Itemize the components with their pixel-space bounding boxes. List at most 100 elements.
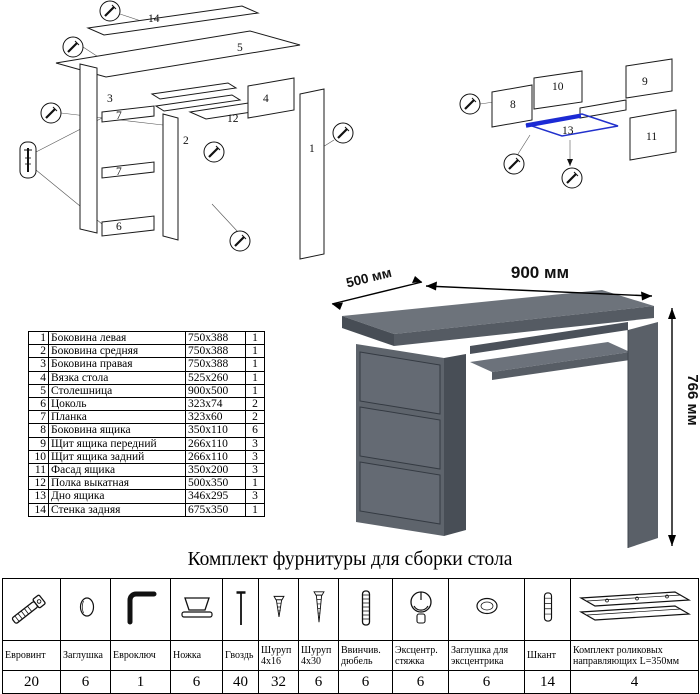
fastener-callout bbox=[229, 230, 251, 252]
keyboard-tray-edge bbox=[492, 352, 630, 380]
drawer-back-10 bbox=[533, 70, 583, 110]
part-name-cell: Стенка задняя bbox=[48, 502, 186, 517]
hex-key-icon bbox=[127, 591, 156, 625]
part-label: 10 bbox=[552, 81, 564, 93]
fastener-callout bbox=[561, 167, 583, 189]
pedestal-side bbox=[444, 354, 466, 536]
part-size-cell: 323x60 bbox=[185, 410, 246, 425]
part-size-cell: 750x388 bbox=[185, 357, 246, 372]
dimension-lines bbox=[331, 281, 673, 546]
hardware-qty-cell: 6 bbox=[298, 670, 339, 694]
part-label: 12 bbox=[227, 113, 239, 125]
drawer-facade-11 bbox=[629, 109, 677, 161]
part-name-cell: Цоколь bbox=[48, 397, 186, 412]
part-qty-cell: 1 bbox=[245, 344, 265, 359]
part-number-cell: 6 bbox=[28, 397, 49, 412]
part-size-cell: 500x350 bbox=[185, 476, 246, 491]
part-qty-cell: 1 bbox=[245, 383, 265, 399]
part-labels: 8 10 9 13 11 bbox=[510, 76, 657, 143]
hardware-qty-cell: 6 bbox=[60, 670, 111, 694]
desk-body bbox=[342, 290, 658, 548]
hardware-icon-cell bbox=[338, 578, 393, 641]
drawer-front-3 bbox=[359, 461, 441, 525]
part-size-cell: 750x388 bbox=[185, 344, 246, 359]
desk-render: 900 мм 500 мм 766 мм bbox=[331, 263, 700, 548]
part-number-cell: 3 bbox=[28, 357, 49, 372]
panel-side-left-3 bbox=[79, 63, 98, 234]
hardware-qty-cell: 32 bbox=[258, 670, 299, 694]
part-number-cell: 11 bbox=[28, 463, 49, 478]
part-name-cell: Боковина средняя bbox=[48, 344, 186, 359]
dimension-depth-label: 500 мм bbox=[345, 265, 394, 291]
part-label: 2 bbox=[183, 135, 189, 147]
part-qty-cell: 3 bbox=[245, 463, 265, 478]
part-size-cell: 266x110 bbox=[185, 436, 246, 451]
part-name-cell: Щит ящика передний bbox=[48, 436, 186, 451]
hardware-name-cell: Шкант bbox=[524, 640, 571, 671]
part-qty-cell: 1 bbox=[245, 502, 265, 517]
part-label: 8 bbox=[510, 99, 516, 111]
drawer-front-9 bbox=[625, 58, 673, 99]
part-size-cell: 525x260 bbox=[185, 370, 246, 385]
fastener-callout bbox=[332, 122, 354, 144]
fastener-callouts bbox=[459, 93, 583, 189]
part-qty-cell: 1 bbox=[245, 476, 265, 491]
desk-top-left-edge bbox=[342, 316, 394, 346]
keyboard-tray-top bbox=[470, 342, 630, 372]
fastener-callout bbox=[62, 36, 84, 58]
part-qty-cell: 2 bbox=[245, 410, 265, 425]
hardware-icon-cell bbox=[570, 578, 699, 641]
part-name-cell: Боковина правая bbox=[48, 357, 186, 372]
hardware-icon-cell bbox=[392, 578, 449, 641]
hardware-name-cell: Гвоздь bbox=[222, 640, 259, 671]
panel-side-right-1 bbox=[299, 88, 325, 260]
drawer-panels bbox=[491, 58, 677, 161]
desk-back-edge bbox=[470, 322, 628, 354]
part-name-cell: Столешница bbox=[48, 383, 186, 399]
hardware-icon-cell bbox=[258, 578, 299, 641]
part-label: 1 bbox=[309, 143, 315, 155]
fastener-callouts bbox=[19, 0, 354, 252]
panel-planka-7b bbox=[101, 161, 155, 179]
hardware-qty-cell: 6 bbox=[170, 670, 223, 694]
hardware-icon-cell bbox=[448, 578, 525, 641]
drawer-rail bbox=[154, 94, 242, 112]
part-name-cell: Фасад ящика bbox=[48, 463, 186, 478]
hardware-qty-cell: 20 bbox=[2, 670, 61, 694]
part-size-cell: 346x295 bbox=[185, 489, 246, 504]
fastener-callout bbox=[40, 102, 62, 124]
arrow-head bbox=[567, 159, 573, 166]
cam-lock-icon bbox=[409, 591, 432, 624]
part-label: 5 bbox=[237, 42, 243, 54]
dowel-icon bbox=[543, 592, 553, 622]
part-label: 13 bbox=[562, 125, 574, 137]
desk-top-front-edge bbox=[394, 306, 654, 346]
fastener-callout bbox=[203, 141, 225, 163]
part-qty-cell: 3 bbox=[245, 449, 265, 465]
dimension-arrowheads bbox=[332, 276, 676, 546]
hardware-qty-cell: 4 bbox=[570, 670, 699, 694]
drawer-bottom-13 bbox=[525, 113, 619, 137]
part-label: 7 bbox=[116, 110, 122, 122]
part-number-cell: 9 bbox=[28, 436, 49, 451]
panel-side-mid-2 bbox=[162, 113, 179, 241]
part-number-cell: 14 bbox=[28, 502, 49, 517]
hardware-name-cell: Шуруп 4x16 bbox=[258, 640, 299, 671]
part-labels: 14 5 3 12 2 4 7 7 6 1 bbox=[107, 13, 315, 233]
hardware-qty-cell: 1 bbox=[110, 670, 171, 694]
hardware-qty-cell: 6 bbox=[448, 670, 525, 694]
hardware-qty-cell: 40 bbox=[222, 670, 259, 694]
hardware-icon-cell bbox=[110, 578, 171, 641]
hardware-table: Евровинт Заглушка Евроключ Ножка Гвоздь … bbox=[2, 578, 699, 694]
desk-top-face bbox=[342, 290, 654, 334]
fastener-callout bbox=[503, 153, 525, 175]
panel-rail-4 bbox=[247, 77, 295, 119]
part-number-cell: 8 bbox=[28, 423, 49, 438]
